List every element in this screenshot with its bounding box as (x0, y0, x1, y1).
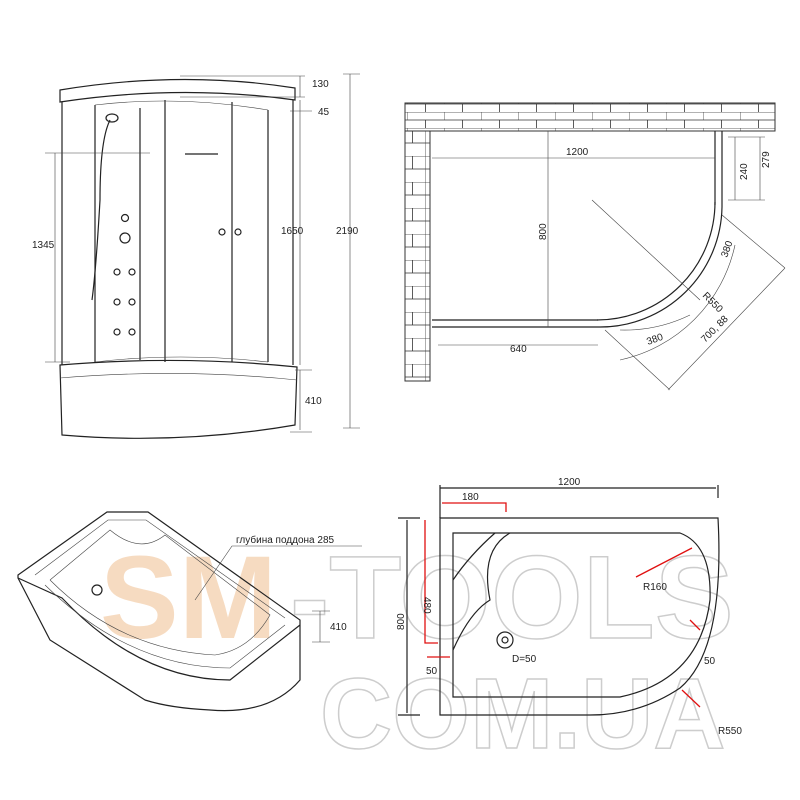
curved-door (599, 206, 723, 328)
dim-plan-width: 1200 (566, 147, 589, 158)
dim-tray-height: 410 (305, 396, 322, 407)
dim-panel-height: 1345 (32, 240, 55, 251)
dim-side-total: 279 (761, 151, 772, 168)
tray-depth-label: глубина поддона 285 (236, 534, 335, 546)
drain-icon (91, 584, 103, 596)
dim-tray-width: 1200 (558, 477, 581, 488)
tray-3d-view: глубина поддона 285 410 (17, 511, 362, 712)
dim-arc-1: 380 (719, 239, 735, 259)
tray-3d-height: 410 (330, 622, 347, 633)
dim-tray-inner-depth: 480 (421, 597, 432, 614)
dim-drain: D=50 (512, 654, 537, 665)
dim-inner-radius: R160 (643, 582, 667, 593)
watermark-tools: -TOOLS (290, 532, 734, 664)
watermark-domain: COM.UA (320, 658, 726, 770)
dim-total-height: 2190 (336, 226, 359, 237)
cabin-frame (61, 100, 294, 365)
dim-cabin-height: 1650 (281, 226, 304, 237)
dim-rim-right: 50 (704, 656, 716, 667)
dim-door-side: 240 (739, 163, 750, 180)
watermark: SM -TOOLS COM.UA (100, 531, 734, 771)
dim-tray-offset: 180 (462, 492, 479, 503)
dim-top-gap: 45 (318, 107, 330, 118)
dim-outer-radius: R550 (718, 726, 742, 737)
dim-tray-depth: 800 (396, 613, 407, 630)
drain-outer-icon (496, 631, 514, 649)
door-handle-icon (218, 228, 226, 236)
dim-side-panel: 640 (510, 344, 527, 355)
shower-head-icon (105, 113, 119, 123)
dim-plan-depth: 800 (538, 223, 549, 240)
shower-hose (91, 119, 111, 301)
tray-front (59, 359, 298, 439)
dim-top-cap: 130 (312, 79, 329, 90)
dim-rim-left: 50 (426, 666, 438, 677)
front-view: 130 45 1650 2190 410 1345 (32, 73, 360, 439)
jets (113, 213, 136, 336)
dim-radius: R550 (700, 290, 725, 315)
tray-plan-view: 1200 180 800 480 50 50 R160 D=50 R550 (396, 477, 742, 737)
dim-arc-2: 380 (645, 332, 665, 348)
brick-wall-top (404, 102, 776, 132)
cabin-roof (59, 78, 296, 103)
plan-view: 1200 800 640 240 279 380 380 R550 700, 8… (404, 102, 786, 391)
brick-wall-left (404, 130, 431, 382)
